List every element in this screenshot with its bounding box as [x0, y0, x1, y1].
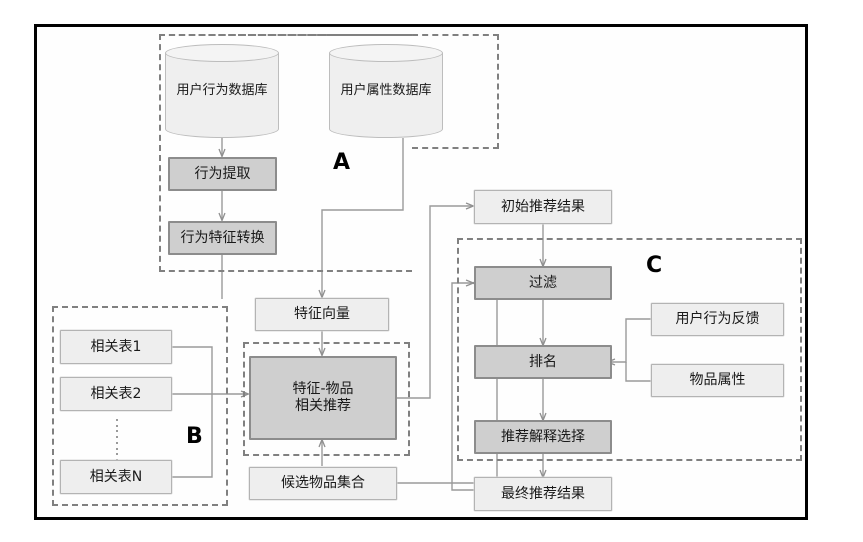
node-ranking[interactable]: 排名	[474, 345, 612, 379]
node-label: 最终推荐结果	[501, 485, 585, 502]
node-label: 行为提取	[194, 165, 251, 182]
node-label: 物品属性	[689, 372, 746, 389]
node-label: 用户行为反馈	[675, 311, 760, 328]
node-label: 特征向量	[294, 306, 350, 323]
node-label: 用户属性数据库	[340, 83, 432, 99]
node-label: 候选物品集合	[281, 475, 365, 492]
node-user-attribute-db[interactable]: 用户属性数据库	[329, 44, 443, 138]
node-feature-item-recommend[interactable]: 特征-物品 相关推荐	[249, 356, 397, 440]
group-a-boundary-right	[159, 34, 499, 149]
group-a-letter: A	[333, 150, 351, 175]
node-label: 相关表2	[90, 385, 142, 402]
node-behavior-extraction[interactable]: 行为提取	[168, 157, 277, 191]
node-label: 过滤	[529, 274, 557, 291]
node-label: 初始推荐结果	[501, 198, 585, 215]
node-label: 用户行为数据库	[176, 83, 268, 99]
group-a-boundary-notch	[412, 147, 499, 149]
node-related-table-1[interactable]: 相关表1	[60, 330, 172, 364]
cylinder-top	[329, 44, 443, 62]
node-recommend-explain-select[interactable]: 推荐解释选择	[474, 420, 612, 454]
group-b-recommend-boundary	[243, 342, 410, 456]
group-b-letter: B	[186, 424, 203, 449]
node-related-table-n[interactable]: 相关表N	[60, 460, 172, 494]
node-label-line-2: 相关推荐	[295, 398, 351, 414]
node-label: 排名	[529, 353, 557, 370]
cylinder-body	[329, 53, 443, 129]
group-c-boundary	[457, 238, 802, 461]
node-final-recommend-result[interactable]: 最终推荐结果	[474, 477, 612, 511]
group-a-boundary-top-right	[159, 34, 499, 149]
node-initial-recommend-result[interactable]: 初始推荐结果	[474, 190, 612, 224]
node-label: 相关表1	[90, 338, 142, 355]
node-feature-vector[interactable]: 特征向量	[255, 298, 389, 331]
node-behavior-feature-transform[interactable]: 行为特征转换	[168, 221, 277, 255]
node-candidate-item-set[interactable]: 候选物品集合	[249, 467, 397, 500]
node-user-behavior-feedback[interactable]: 用户行为反馈	[651, 303, 784, 336]
group-b-boundary	[52, 306, 228, 506]
node-label: 推荐解释选择	[501, 428, 585, 445]
node-label: 行为特征转换	[180, 229, 265, 246]
vertical-ellipsis-icon	[115, 419, 118, 461]
node-user-behavior-db[interactable]: 用户行为数据库	[165, 44, 279, 138]
group-c-letter: C	[646, 253, 663, 278]
cylinder-top	[165, 44, 279, 62]
cylinder-body	[165, 53, 279, 129]
node-label: 相关表N	[89, 468, 143, 485]
node-label-line-1: 特征-物品	[292, 381, 354, 398]
node-related-table-2[interactable]: 相关表2	[60, 377, 172, 411]
node-filter[interactable]: 过滤	[474, 266, 612, 300]
node-item-attribute[interactable]: 物品属性	[651, 364, 784, 397]
group-a-boundary-bottom	[159, 270, 412, 272]
